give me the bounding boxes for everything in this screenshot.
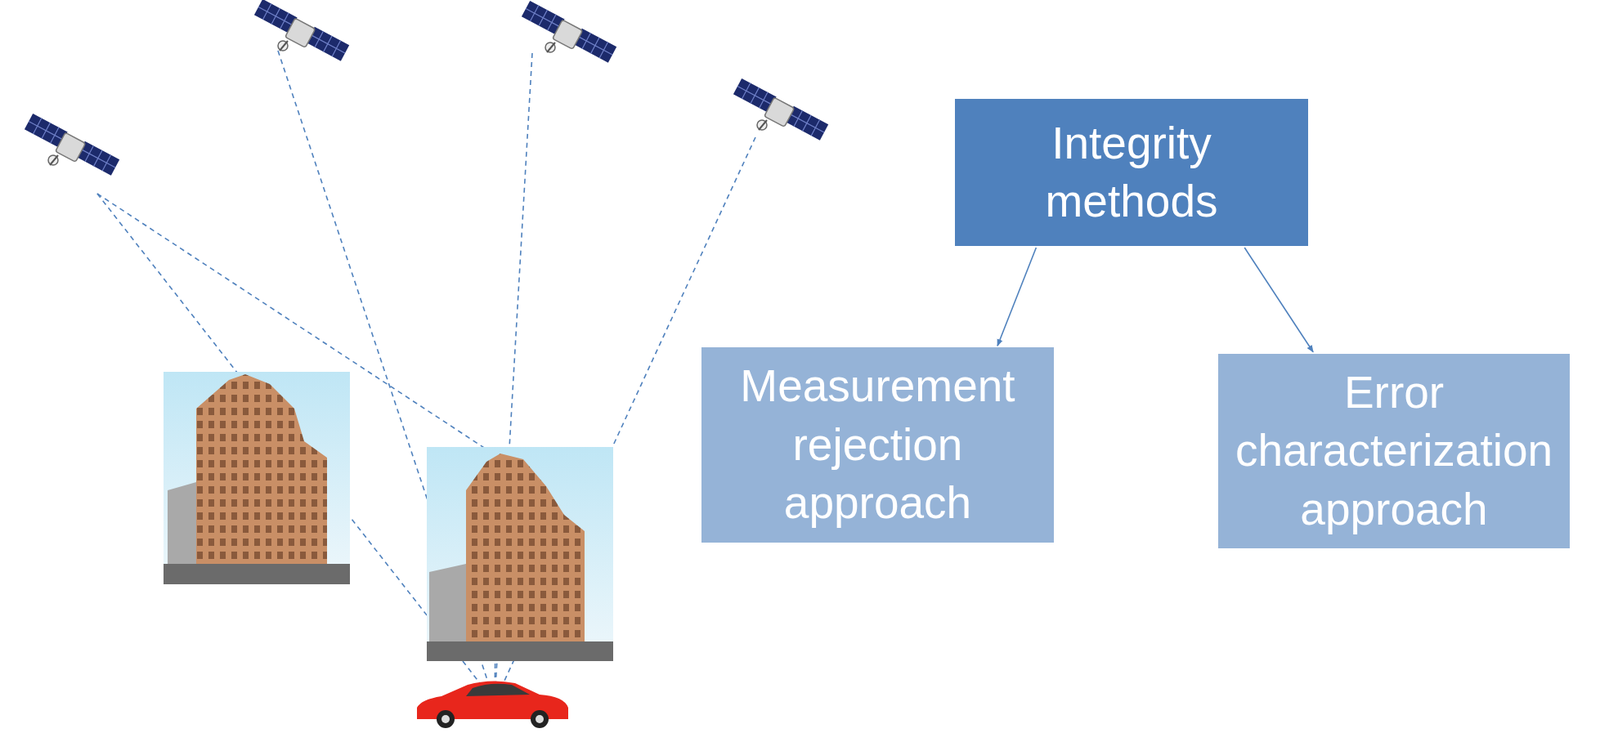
satellite: [254, 0, 350, 62]
box-label: Measurement rejection approach: [712, 357, 1043, 534]
satellite: [733, 78, 829, 141]
building: [426, 447, 614, 662]
arrow-connector: [1244, 247, 1314, 353]
car: [416, 681, 569, 729]
satellite: [521, 0, 617, 63]
process-box: Error characterization approach: [1218, 354, 1570, 550]
box-label: Integrity methods: [966, 114, 1297, 232]
process-box: Integrity methods: [954, 98, 1309, 247]
process-box: Measurement rejection approach: [701, 347, 1054, 543]
box-label: Error characterization approach: [1229, 363, 1559, 540]
signal-lines: [97, 50, 756, 703]
arrow-connector: [997, 247, 1036, 346]
satellite: [24, 113, 120, 176]
building: [163, 371, 350, 585]
